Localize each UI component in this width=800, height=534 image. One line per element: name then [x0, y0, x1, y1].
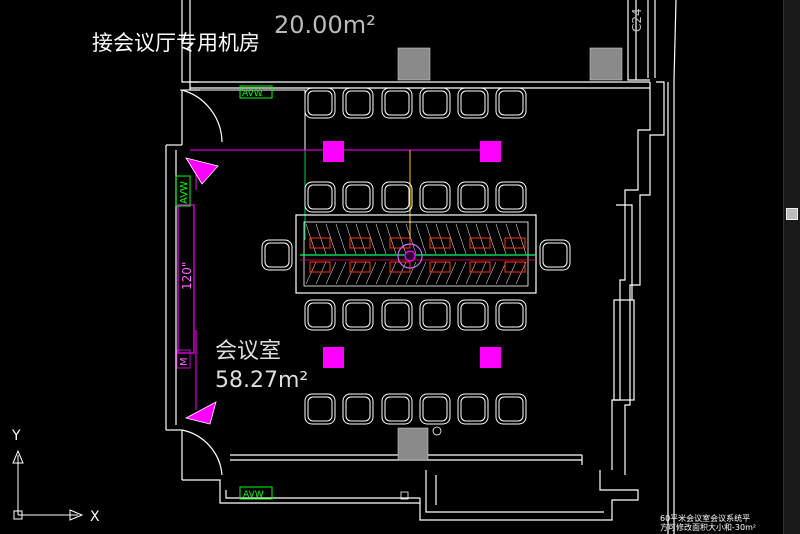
wall-speaker-top[interactable]	[185, 157, 219, 185]
table-microphone[interactable]	[504, 261, 526, 273]
chair	[342, 87, 374, 119]
chair	[342, 393, 374, 425]
corner-tag: C24	[630, 8, 644, 32]
conference-table[interactable]	[295, 214, 537, 294]
screen-size-label: 120"	[180, 262, 194, 290]
avw-unit-bottom[interactable]	[239, 486, 273, 500]
chair	[381, 87, 413, 119]
chair	[457, 299, 489, 331]
center-device-icon[interactable]	[397, 243, 423, 269]
room-area: 58.27m²	[215, 368, 308, 393]
table-microphone[interactable]	[429, 237, 451, 249]
avw-unit-top[interactable]	[239, 85, 273, 99]
table-microphone[interactable]	[349, 261, 371, 273]
table-microphone[interactable]	[349, 237, 371, 249]
chair	[419, 181, 451, 213]
ceiling-speaker-4[interactable]	[480, 347, 501, 368]
chair	[381, 181, 413, 213]
avw-side-label: AVW	[179, 181, 190, 204]
ceiling-speakers[interactable]	[323, 141, 501, 368]
outlet-marker	[432, 426, 442, 436]
axis-y-label: Y	[11, 428, 21, 444]
floor-box-marker	[400, 491, 409, 500]
chair	[495, 87, 527, 119]
chair	[457, 181, 489, 213]
table-microphone[interactable]	[309, 237, 331, 249]
chair	[381, 299, 413, 331]
title-block-note: 60平米会议室会议系统平 方可修改面积大小和-30m²	[660, 514, 784, 534]
table-microphone[interactable]	[469, 261, 491, 273]
avw-units[interactable]	[239, 85, 273, 500]
table-microphone[interactable]	[429, 261, 451, 273]
column-top-right	[589, 47, 623, 81]
vertical-scrollbar[interactable]	[783, 0, 800, 534]
chair	[342, 299, 374, 331]
chair	[457, 87, 489, 119]
room-walls	[165, 0, 677, 534]
table-microphone[interactable]	[469, 237, 491, 249]
avw-top-label: AVW	[242, 89, 263, 99]
wall-speakers[interactable]	[184, 157, 219, 425]
top-room-area: 20.00m²	[274, 11, 376, 39]
chair	[304, 181, 336, 213]
ucs-axis-icon	[12, 449, 84, 521]
title-line-2: 方可修改面积大小和-30m²	[660, 523, 757, 532]
title-line-1: 60平米会议室会议系统平	[660, 514, 751, 523]
table-microphone[interactable]	[504, 237, 526, 249]
chair	[419, 299, 451, 331]
axis-x-label: X	[90, 509, 100, 525]
chair	[495, 299, 527, 331]
ceiling-speaker-1[interactable]	[323, 141, 344, 162]
ceiling-speaker-3[interactable]	[323, 347, 344, 368]
chair	[261, 239, 293, 271]
chair	[457, 393, 489, 425]
chair	[419, 393, 451, 425]
table-microphone[interactable]	[309, 261, 331, 273]
avw-bottom-label: AVW	[243, 490, 264, 500]
room-name: 会议室	[215, 339, 281, 364]
chair	[495, 181, 527, 213]
chair	[495, 393, 527, 425]
table-microphone[interactable]	[389, 237, 411, 249]
column-top-left	[397, 47, 431, 81]
wall-speaker-bottom[interactable]	[184, 401, 217, 425]
server-room-label: 接会议厅专用机房	[92, 31, 260, 55]
column-bottom	[397, 427, 429, 461]
chair	[342, 181, 374, 213]
chair	[381, 393, 413, 425]
m-label: M	[179, 357, 190, 366]
projection-screen[interactable]	[175, 175, 195, 369]
ceiling-speaker-2[interactable]	[480, 141, 501, 162]
chair	[419, 87, 451, 119]
scrollbar-thumb[interactable]	[786, 208, 798, 220]
chair	[304, 393, 336, 425]
chair	[304, 299, 336, 331]
chair	[304, 87, 336, 119]
chair-layout	[261, 87, 571, 425]
structural-columns	[397, 47, 623, 461]
chair	[539, 239, 571, 271]
